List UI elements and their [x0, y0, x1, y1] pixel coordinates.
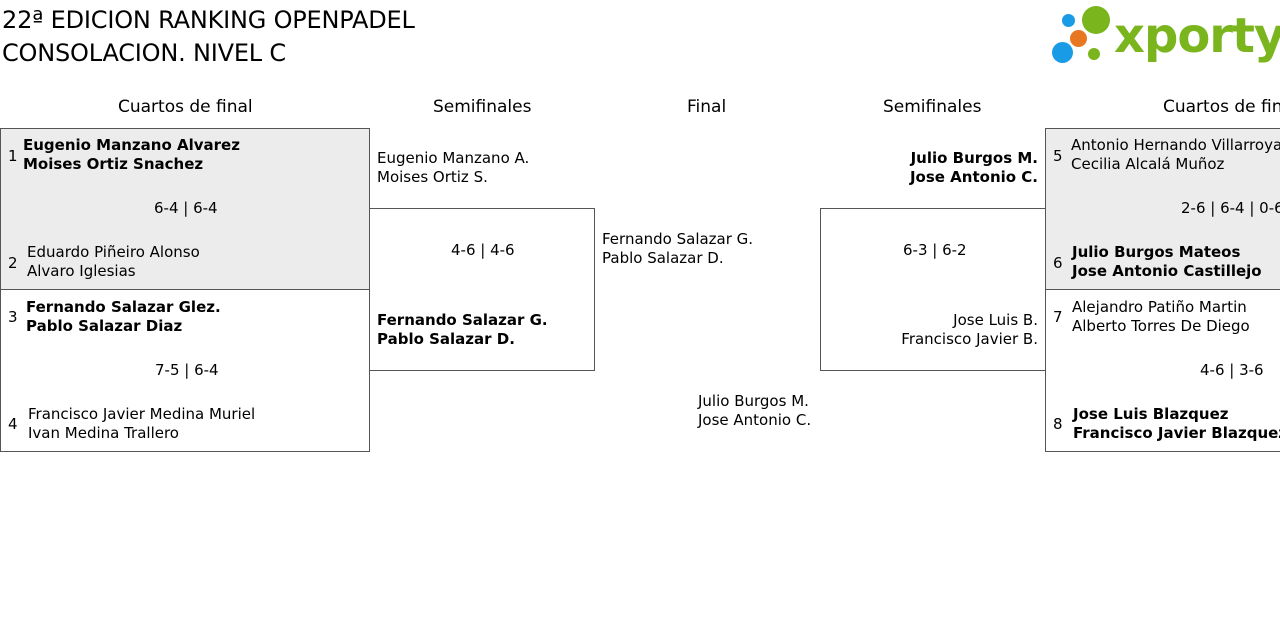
team-winner[interactable]: Julio Burgos Mateos Jose Antonio Castill… [1072, 243, 1262, 281]
team-final-top[interactable]: Fernando Salazar G. Pablo Salazar D. [602, 230, 753, 268]
match-left-quarter-2[interactable]: 3 Fernando Salazar Glez. Pablo Salazar D… [0, 289, 370, 452]
player-name: Ivan Medina Trallero [28, 424, 179, 442]
team-winner[interactable]: Fernando Salazar G. Pablo Salazar D. [377, 311, 548, 349]
logo-dot-green-icon [1082, 6, 1110, 34]
player-name: Pablo Salazar D. [377, 330, 515, 348]
page-title: 22ª EDICION RANKING OPENPADEL CONSOLACIO… [2, 4, 415, 70]
team-winner[interactable]: Eugenio Manzano Alvarez Moises Ortiz Sna… [23, 136, 240, 174]
player-name: Jose Antonio Castillejo [1072, 262, 1262, 280]
player-name: Francisco Javier Medina Muriel [28, 405, 256, 423]
seed-number: 3 [8, 308, 18, 326]
logo-dot-blue-large-icon [1052, 42, 1073, 63]
player-name: Francisco Javier B. [901, 330, 1038, 348]
player-name: Jose Luis Blazquez [1073, 405, 1229, 423]
seed-number: 5 [1053, 147, 1063, 165]
round-header-left-semis: Semifinales [433, 97, 532, 117]
player-name: Fernando Salazar G. [377, 311, 548, 329]
team-winner[interactable]: Jose Luis Blazquez Francisco Javier Blaz… [1073, 405, 1280, 443]
player-name: Pablo Salazar D. [602, 249, 724, 267]
match-right-quarter-1[interactable]: 5 Antonio Hernando Villarroya Cecilia Al… [1045, 128, 1280, 290]
team-loser[interactable]: Jose Luis B. Francisco Javier B. [861, 311, 1038, 349]
player-name: Antonio Hernando Villarroya [1071, 136, 1280, 154]
player-name: Julio Burgos M. [698, 392, 809, 410]
xporty-logo[interactable]: xporty [1052, 4, 1280, 68]
logo-dot-orange-icon [1070, 30, 1087, 47]
seed-number: 2 [8, 254, 18, 272]
player-name: Alvaro Iglesias [27, 262, 136, 280]
team-loser[interactable]: Alejandro Patiño Martin Alberto Torres D… [1072, 298, 1250, 336]
player-name: Eugenio Manzano Alvarez [23, 136, 240, 154]
player-name: Alberto Torres De Diego [1072, 317, 1250, 335]
player-name: Moises Ortiz S. [377, 168, 488, 186]
match-right-quarter-2[interactable]: 7 Alejandro Patiño Martin Alberto Torres… [1045, 289, 1280, 452]
team-final-bottom[interactable]: Julio Burgos M. Jose Antonio C. [698, 392, 811, 430]
seed-number: 1 [8, 147, 18, 165]
player-name: Eduardo Piñeiro Alonso [27, 243, 200, 261]
team-loser[interactable]: Antonio Hernando Villarroya Cecilia Alca… [1071, 136, 1280, 174]
player-name: Pablo Salazar Diaz [26, 317, 183, 335]
match-score: 7-5 | 6-4 [155, 361, 219, 379]
team-semi-right-top[interactable]: Julio Burgos M. Jose Antonio C. [880, 149, 1038, 187]
player-name: Julio Burgos Mateos [1072, 243, 1241, 261]
seed-number: 7 [1053, 308, 1063, 326]
logo-dot-green-small-icon [1088, 48, 1100, 60]
player-name: Julio Burgos M. [910, 149, 1038, 167]
seed-number: 4 [8, 415, 18, 433]
match-left-quarter-1[interactable]: 1 Eugenio Manzano Alvarez Moises Ortiz S… [0, 128, 370, 290]
seed-number: 6 [1053, 254, 1063, 272]
player-name: Fernando Salazar G. [602, 230, 754, 248]
round-header-right-quarters: Cuartos de final [1163, 97, 1280, 117]
team-semi-left-top[interactable]: Eugenio Manzano A. Moises Ortiz S. [377, 149, 529, 187]
match-left-semi[interactable]: 4-6 | 4-6 Fernando Salazar G. Pablo Sala… [369, 208, 595, 371]
round-header-left-quarters: Cuartos de final [118, 97, 253, 117]
logo-dot-blue-icon [1062, 14, 1075, 27]
player-name: Alejandro Patiño Martin [1072, 298, 1247, 316]
team-loser[interactable]: Francisco Javier Medina Muriel Ivan Medi… [28, 405, 255, 443]
title-line-1: 22ª EDICION RANKING OPENPADEL [2, 6, 415, 34]
match-score: 4-6 | 4-6 [451, 241, 515, 259]
player-name: Eugenio Manzano A. [377, 149, 530, 167]
player-name: Moises Ortiz Snachez [23, 155, 204, 173]
round-header-final: Final [687, 97, 727, 117]
player-name: Cecilia Alcalá Muñoz [1071, 155, 1225, 173]
team-winner[interactable]: Fernando Salazar Glez. Pablo Salazar Dia… [26, 298, 221, 336]
title-line-2: CONSOLACION. NIVEL C [2, 39, 286, 67]
match-score: 6-4 | 6-4 [154, 199, 218, 217]
seed-number: 8 [1053, 415, 1063, 433]
match-right-semi[interactable]: 6-3 | 6-2 Jose Luis B. Francisco Javier … [820, 208, 1046, 371]
match-score: 6-3 | 6-2 [903, 241, 967, 259]
player-name: Jose Luis B. [953, 311, 1038, 329]
round-header-right-semis: Semifinales [883, 97, 982, 117]
player-name: Fernando Salazar Glez. [26, 298, 221, 316]
player-name: Jose Antonio C. [909, 168, 1038, 186]
team-loser[interactable]: Eduardo Piñeiro Alonso Alvaro Iglesias [27, 243, 200, 281]
player-name: Francisco Javier Blazquez [1073, 424, 1280, 442]
logo-text: xporty [1114, 8, 1280, 64]
match-score: 4-6 | 3-6 [1200, 361, 1264, 379]
match-score: 2-6 | 6-4 | 0-6 [1181, 199, 1280, 217]
player-name: Jose Antonio C. [698, 411, 812, 429]
